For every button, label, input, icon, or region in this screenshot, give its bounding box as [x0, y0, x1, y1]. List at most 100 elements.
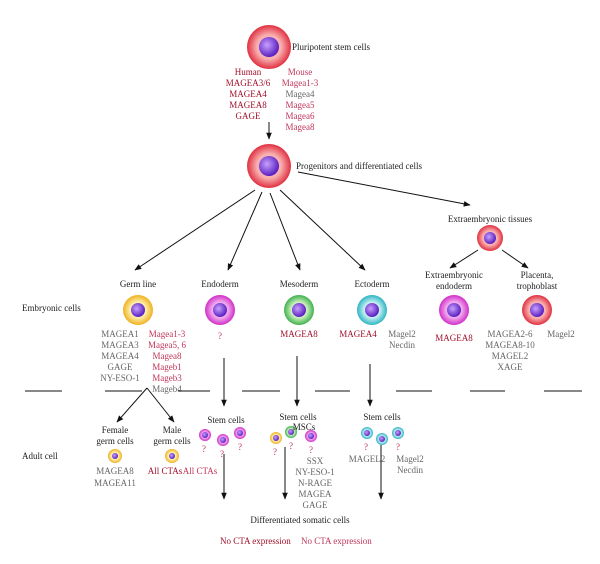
gene-female-germ: MAGEA8	[96, 466, 134, 476]
gene-human: MAGEA3/6	[225, 78, 271, 88]
node-progenitors: Progenitors and differentiated cells	[296, 161, 423, 171]
cell-circle-icon	[270, 432, 282, 444]
node-female-germ-1: Female	[101, 425, 129, 435]
cell-circle-icon	[165, 449, 179, 463]
arrow-germ-female	[116, 387, 148, 423]
arrow-prog-extra	[297, 171, 471, 207]
node-ectoderm: Ectoderm	[354, 279, 390, 289]
node-stem-endo: Stem cells	[207, 415, 245, 425]
gene-human: MAGEA8	[229, 100, 267, 110]
gene-meso-adult: N-RAGE	[298, 478, 332, 488]
cell-circle-icon	[477, 225, 503, 251]
gene-germ-human: GAGE	[107, 362, 133, 372]
cell-circle-icon	[199, 429, 211, 441]
arrow-extra-plac	[501, 249, 529, 269]
arrow-germ-male	[146, 387, 175, 423]
gene-placenta-human: MAGEA2-6	[487, 329, 533, 339]
gene-human: MAGEA4	[229, 89, 267, 99]
cell-circle-icon	[285, 426, 297, 438]
cell-circle-icon	[305, 430, 317, 442]
gene-germ-mouse: Mageb3	[152, 373, 182, 383]
node-differentiated: Differentiated somatic cells	[250, 515, 350, 525]
gene-endoderm-unknown: ?	[218, 331, 222, 341]
gene-ectoderm-mouse: Necdin	[389, 340, 415, 350]
gene-meso-adult: GAGE	[302, 500, 328, 510]
node-female-germ-2: germ cells	[96, 436, 134, 446]
cell-circle-icon	[284, 295, 314, 325]
gene-meso-adult: MAGEA	[298, 489, 332, 499]
gene-germ-human: MAGEA3	[101, 340, 139, 350]
node-male-germ-2: germ cells	[153, 436, 191, 446]
gene-placenta-human: XAGE	[497, 362, 523, 372]
node-extra-endoderm-2: endoderm	[436, 281, 472, 291]
gene-mesoderm: MAGEA8	[280, 329, 318, 339]
cell-circle-icon	[108, 449, 122, 463]
gene-ecto-adult-human: MAGEL2	[348, 454, 386, 464]
unknown-marker: ?	[238, 442, 242, 452]
node-extraembryonic: Extraembryonic tissues	[447, 214, 533, 224]
cell-circle-icon	[247, 144, 291, 188]
gene-placenta-human: MAGEL2	[491, 351, 529, 361]
cell-circle-icon	[234, 427, 246, 439]
gene-male-human: All CTAs	[147, 466, 183, 476]
node-mscs: MSCs	[292, 422, 316, 432]
gene-ecto-adult-mouse: Necdin	[397, 465, 423, 475]
cell-circle-icon	[123, 295, 153, 325]
row-label-adult: Adult cell	[22, 451, 58, 461]
arrow-prog-germ	[134, 189, 256, 271]
row-label-embryonic: Embryonic cells	[22, 303, 81, 313]
gene-meso-adult: NY-ESO-1	[295, 467, 335, 477]
node-stem-meso: Stem cells	[279, 412, 317, 422]
unknown-marker: ?	[220, 449, 224, 459]
gene-germ-human: NY-ESO-1	[100, 373, 140, 383]
gene-ecto-adult-mouse: Magel2	[396, 454, 424, 464]
arrow-extra-endo	[449, 249, 479, 269]
unknown-marker: ?	[289, 441, 293, 451]
arrow-prog-ecto	[279, 189, 366, 271]
cell-circle-icon	[361, 427, 373, 439]
gene-germ-mouse: Magea1-3	[148, 329, 186, 339]
node-extra-endoderm-1: Extraembryonic	[425, 270, 483, 280]
gene-extra-endoderm: MAGEA8	[435, 333, 473, 343]
gene-placenta-mouse: Magel2	[547, 329, 575, 339]
unknown-marker: ?	[309, 445, 313, 455]
human-header: Human	[234, 67, 262, 77]
gene-meso-adult: SSX	[306, 456, 324, 466]
gene-ectoderm-human: MAGEA4	[339, 329, 377, 339]
cell-circle-icon	[247, 25, 291, 69]
gene-mouse: Magea4	[285, 89, 315, 99]
node-placenta-1: Placenta,	[520, 270, 554, 280]
node-mesoderm: Mesoderm	[279, 279, 319, 289]
diff-human-note: No CTA expression	[220, 536, 291, 546]
mouse-header: Mouse	[287, 67, 313, 77]
gene-female-germ: MAGEA11	[94, 478, 136, 488]
gene-male-mouse: All CTAs	[182, 466, 218, 476]
gene-germ-mouse: Magea5, 6	[148, 340, 186, 350]
gene-mouse: Magea5	[285, 100, 315, 110]
node-endoderm: Endoderm	[201, 279, 239, 289]
unknown-marker: ?	[364, 442, 368, 452]
gene-mouse: Magea8	[285, 122, 315, 132]
unknown-marker: ?	[273, 447, 277, 457]
node-germline: Germ line	[119, 279, 157, 289]
cell-circle-icon	[392, 427, 404, 439]
gene-germ-human: MAGEA1	[101, 329, 139, 339]
cell-circle-icon	[376, 433, 388, 445]
cell-circle-icon	[439, 295, 469, 325]
unknown-marker: ?	[202, 444, 206, 454]
diff-mouse-note: No CTA expression	[301, 536, 372, 546]
cell-circle-icon	[205, 295, 235, 325]
cell-circle-icon	[357, 295, 387, 325]
node-male-germ-1: Male	[162, 425, 182, 435]
cell-circle-icon	[217, 434, 229, 446]
gene-mouse: Magea1-3	[281, 78, 319, 88]
node-pluripotent: Pluripotent stem cells	[292, 42, 370, 52]
gene-human: GAGE	[235, 111, 261, 121]
gene-germ-mouse: Mageb4	[152, 384, 182, 394]
gene-germ-human: MAGEA4	[101, 351, 139, 361]
gene-mouse: Magea6	[285, 111, 315, 121]
node-stem-ecto: Stem cells	[363, 412, 401, 422]
node-placenta-2: trophoblast	[516, 281, 558, 291]
gene-placenta-human: MAGEA8-10	[485, 340, 535, 350]
